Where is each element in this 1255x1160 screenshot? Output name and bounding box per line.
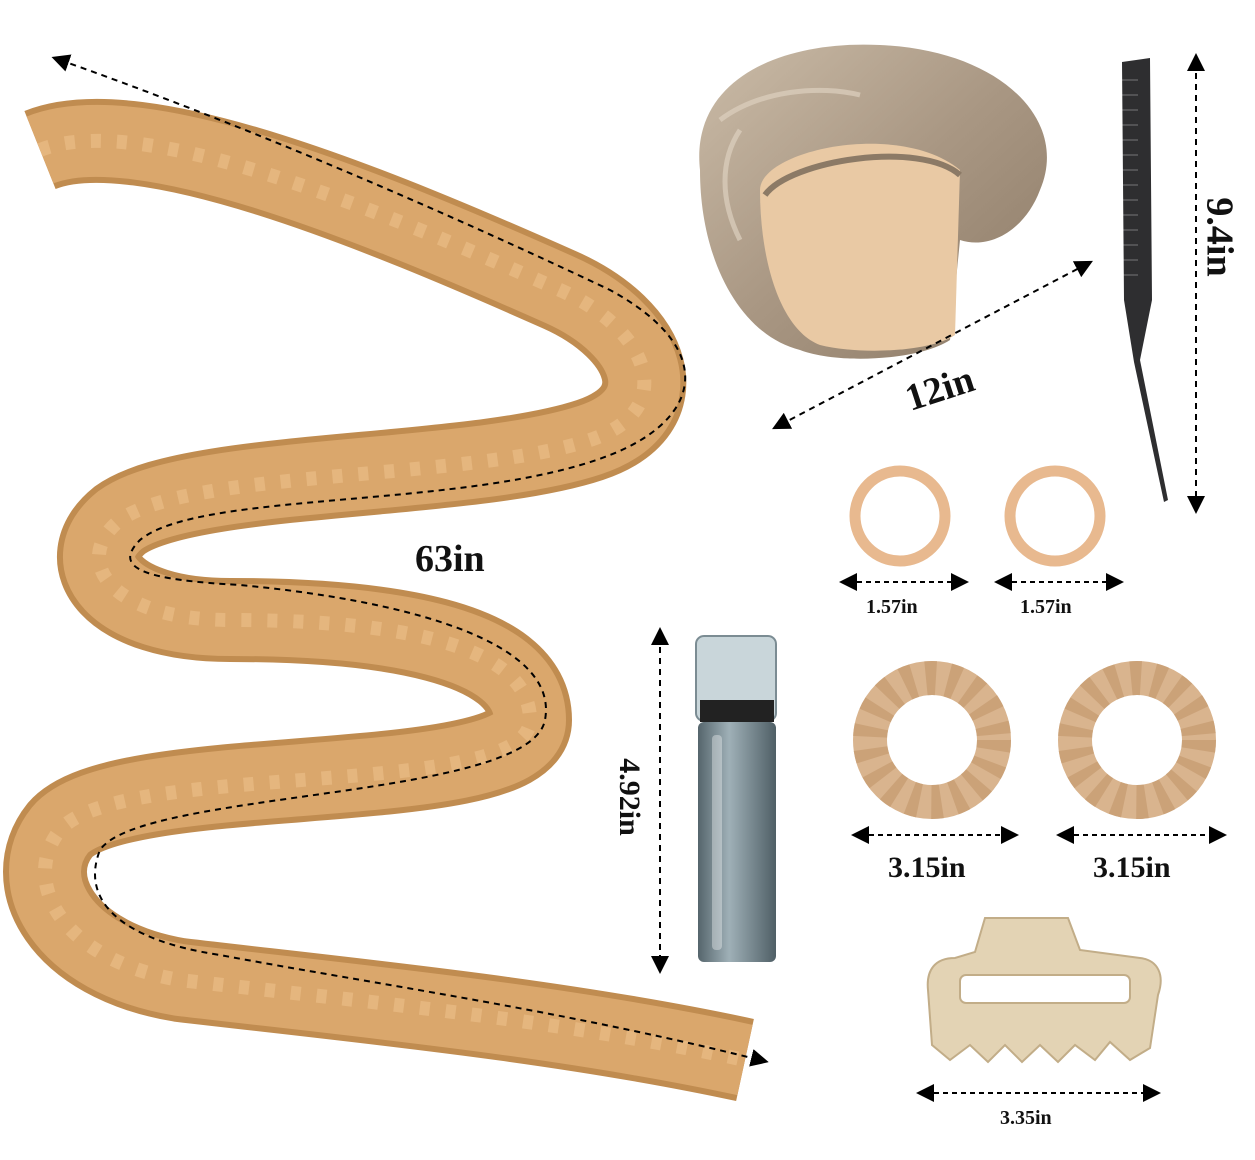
bonnet-width-guide [772, 260, 1093, 430]
hair-tie-1-label: 1.57in [866, 596, 918, 618]
bottle-highlight [712, 735, 722, 950]
comb-teeth [1122, 79, 1138, 276]
bottle-body [698, 722, 776, 962]
bonnet-elastic [762, 153, 962, 197]
bonnet-highlight [718, 87, 861, 242]
clip-width-label: 3.35in [1000, 1107, 1052, 1129]
scrunchie-1-label: 3.15in [888, 851, 966, 884]
hair-tie-1 [849, 465, 951, 567]
bottle-nozzle-collar [700, 700, 774, 722]
hair-tie-2 [1004, 465, 1106, 567]
rat-tail-comb [1122, 58, 1168, 502]
comb-length-label: 9.4in [1198, 197, 1241, 277]
curling-rod [3, 98, 754, 1102]
rod-length-label: 63in [415, 538, 485, 580]
claw-clip [926, 917, 1162, 1064]
spray-bottle [695, 635, 777, 962]
scrunchie-1 [853, 661, 1011, 819]
bottle-height-label: 4.92in [612, 758, 646, 836]
scrunchie-2 [1058, 661, 1216, 819]
clip-window [959, 974, 1131, 1004]
scrunchie-2-label: 3.15in [1093, 851, 1171, 884]
hair-tie-2-label: 1.57in [1020, 596, 1072, 618]
comb-body [1122, 58, 1168, 502]
